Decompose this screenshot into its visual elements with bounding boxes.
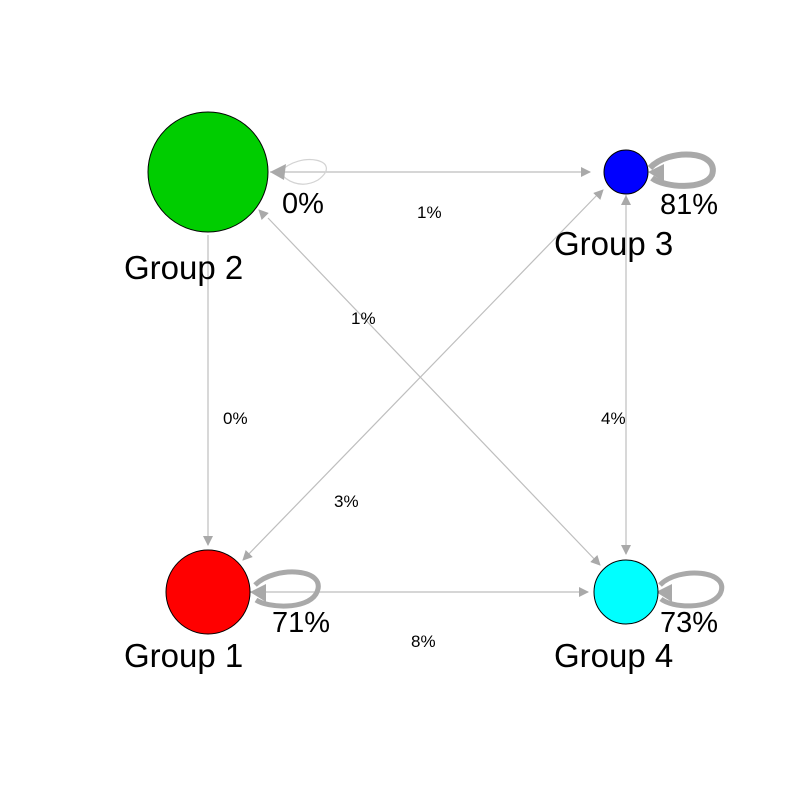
self-loop-labels: 0% 81% 71% 73% — [272, 188, 718, 639]
self-loop-g3-arrowhead — [648, 164, 664, 182]
edge-labels: 1% 1% 0% 3% 4% 8% — [223, 203, 626, 651]
node-group-1 — [165, 549, 251, 635]
edge-label-g2-g1: 0% — [223, 409, 248, 428]
nodes — [147, 111, 659, 635]
self-loop-g1-arrowhead — [250, 584, 266, 602]
edge-label-g2-g3: 1% — [417, 203, 442, 222]
edge-g2-g4 — [267, 217, 601, 566]
node-label-group-2: Group 2 — [124, 249, 243, 286]
self-label-group-3: 81% — [660, 189, 718, 221]
node-label-group-4: Group 4 — [554, 637, 673, 674]
self-loop-g4-arrowhead — [656, 584, 672, 602]
self-label-group-2: 0% — [282, 188, 324, 220]
edges — [203, 167, 631, 597]
self-loop-g2-arrowhead — [270, 164, 286, 180]
node-group-2 — [147, 111, 269, 233]
node-group-3 — [603, 149, 649, 195]
self-loop-g3 — [647, 151, 716, 189]
node-group-4 — [593, 559, 659, 625]
edge-label-g3-g4: 4% — [601, 409, 626, 428]
self-loop-g4 — [658, 570, 725, 609]
self-label-group-1: 71% — [272, 607, 330, 639]
edge-label-g2-g4: 1% — [351, 309, 376, 328]
edge-label-g1-g4: 8% — [411, 632, 436, 651]
node-labels: Group 2 Group 3 Group 1 Group 4 — [124, 225, 673, 674]
node-label-group-1: Group 1 — [124, 637, 243, 674]
self-loop-g1 — [253, 569, 321, 609]
node-label-group-3: Group 3 — [554, 225, 673, 262]
edge-g3-g1 — [242, 191, 601, 561]
self-loops — [250, 151, 725, 609]
self-loop-g2 — [279, 159, 327, 185]
edge-label-g3-g1: 3% — [334, 492, 359, 511]
self-label-group-4: 73% — [660, 607, 718, 639]
